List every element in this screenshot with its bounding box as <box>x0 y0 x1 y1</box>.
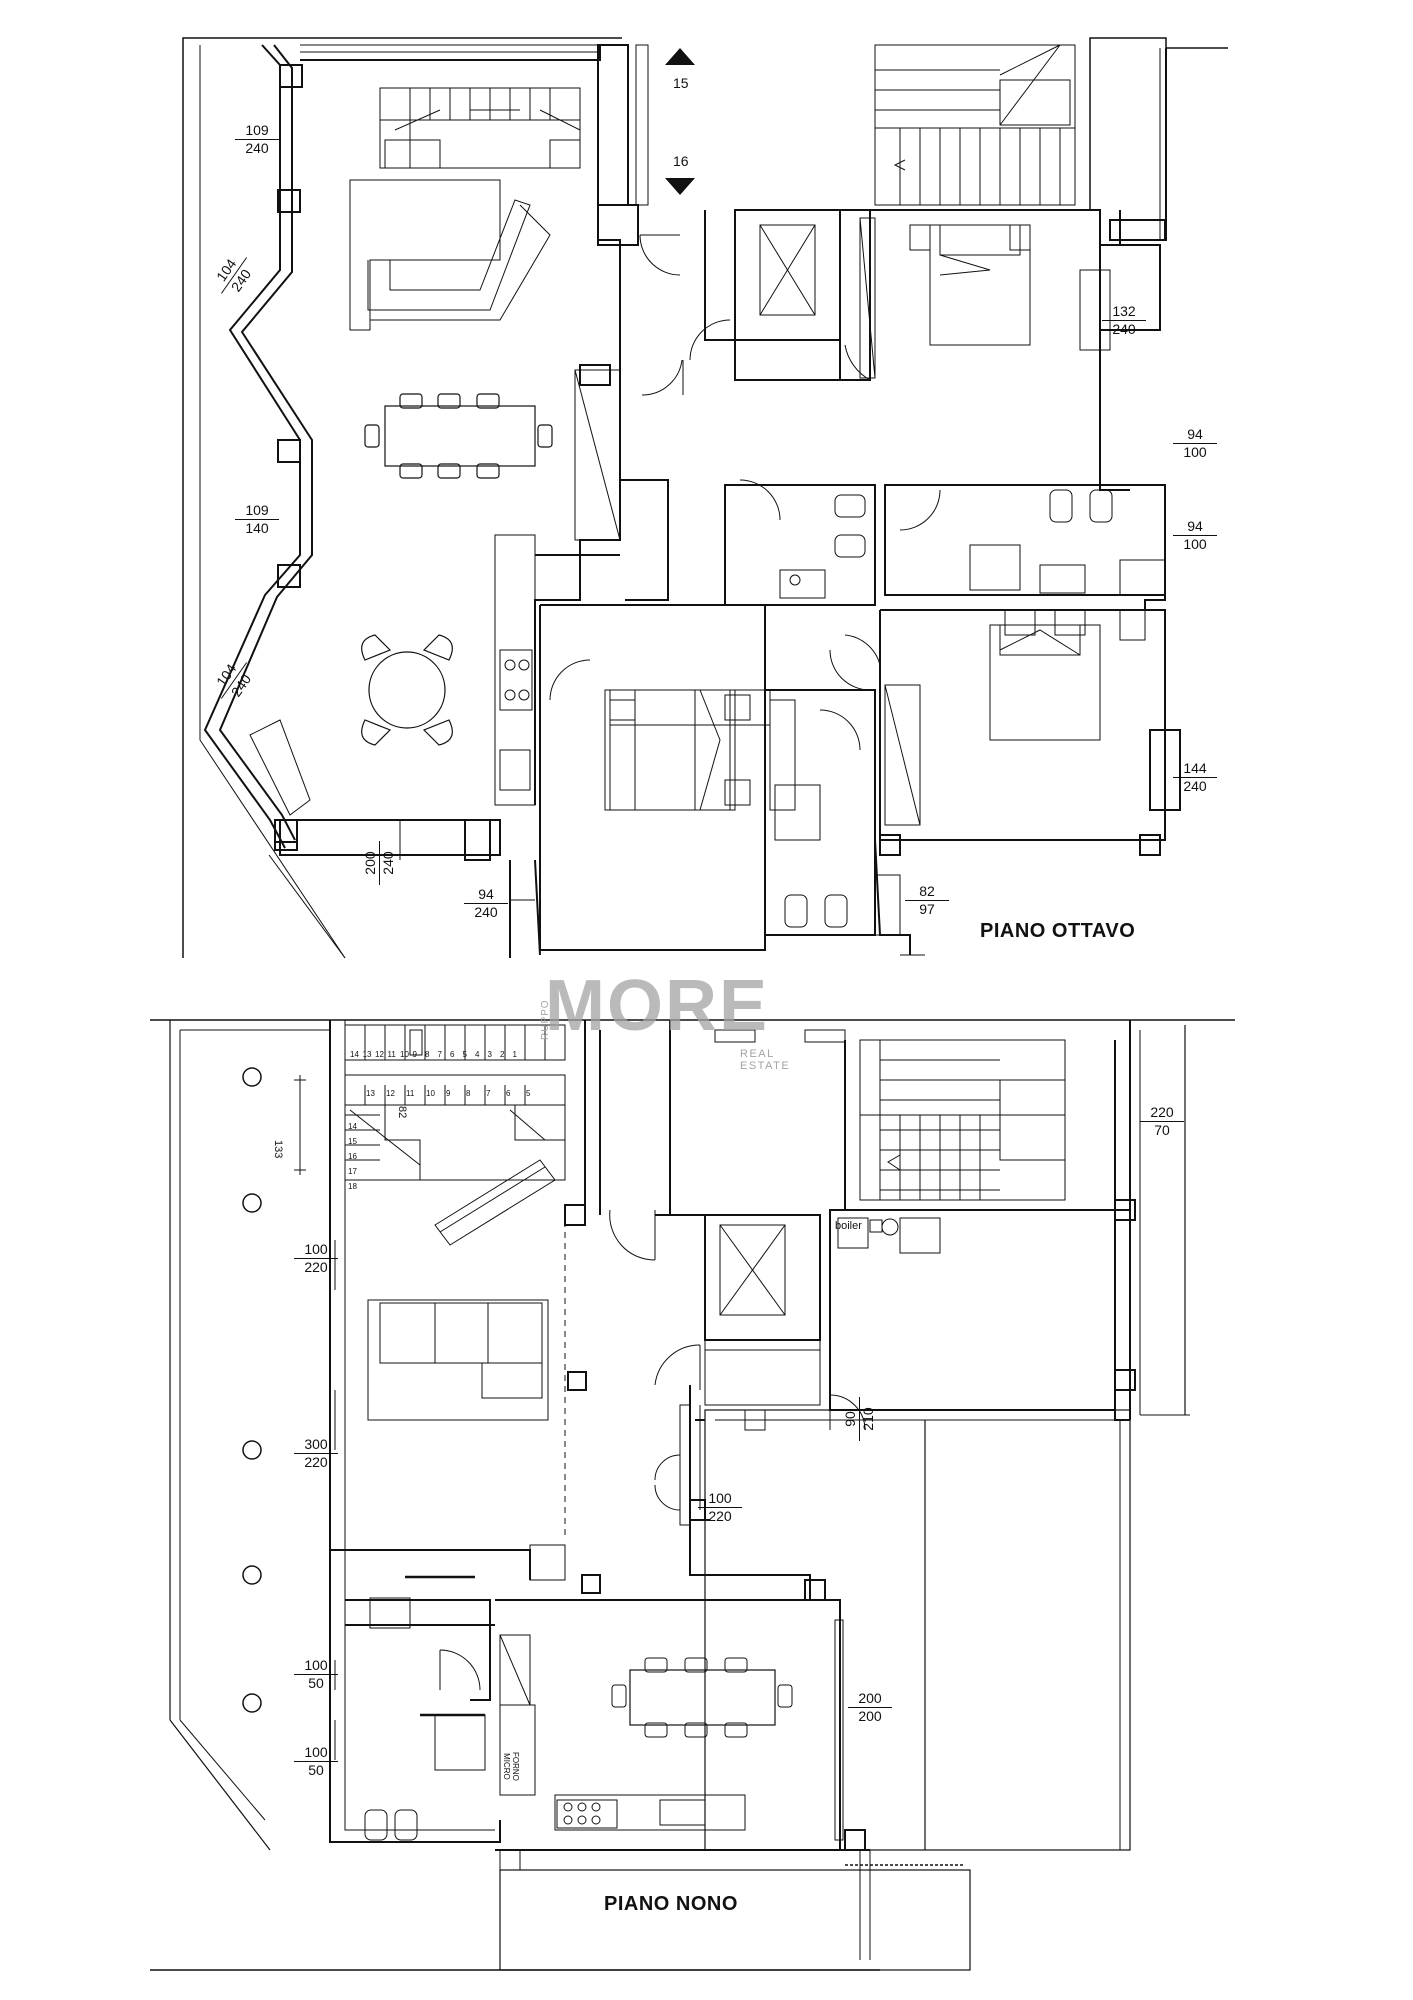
watermark-logo: MORE REAL ESTATE <box>545 966 789 1072</box>
upper-bedroom-2 <box>829 609 1181 856</box>
lower-terrace-columns <box>242 1067 262 1713</box>
stair-step-side-3: 17 <box>348 1167 357 1176</box>
lower-internal-stair <box>344 1024 566 1181</box>
lower-bathroom <box>345 1597 495 1841</box>
stair-step-top-1: 13 <box>362 1050 372 1059</box>
upper-living-outer-wall <box>203 44 301 849</box>
stair-up-marker <box>665 48 695 65</box>
stair-step-side-4: 18 <box>348 1182 357 1191</box>
lower-stairwell <box>859 1039 1066 1201</box>
stair-step-top-11: 3 <box>487 1050 492 1059</box>
watermark-subtitle: REAL ESTATE <box>740 1048 791 1072</box>
lower-kitchen-dining <box>495 1520 844 1851</box>
stair-step-inner-2: 11 <box>406 1089 415 1098</box>
stair-step-side-1: 15 <box>348 1137 357 1146</box>
stair-step-top-12: 2 <box>500 1050 505 1059</box>
upper-floor-plan <box>182 37 1228 959</box>
stair-step-top-9: 5 <box>462 1050 467 1059</box>
stair-step-top-8: 6 <box>450 1050 455 1059</box>
stair-step-top-13: 1 <box>512 1050 517 1059</box>
upper-bathroom-3 <box>764 689 876 936</box>
stair-step-inner-4: 9 <box>446 1089 451 1098</box>
stair-step-top-5: 9 <box>412 1050 417 1059</box>
stair-step-top-0: 14 <box>350 1050 359 1059</box>
stair-step-inner-1: 12 <box>386 1089 395 1098</box>
stair-step-top-7: 7 <box>437 1050 442 1059</box>
watermark-vertical-text: RUPPO <box>540 999 551 1040</box>
upper-bedroom-1 <box>840 209 1166 491</box>
upper-round-table <box>361 634 453 746</box>
stair-step-top-10: 4 <box>475 1050 480 1059</box>
stair-step-top-4: 10 <box>400 1050 409 1059</box>
stair-step-inner-6: 7 <box>486 1089 491 1098</box>
stair-step-inner-7: 6 <box>506 1089 511 1098</box>
stair-marker-up-label: 15 <box>673 75 689 91</box>
stair-down-marker <box>665 178 695 195</box>
stair-step-inner-8: 5 <box>526 1089 531 1098</box>
upper-internal-stair <box>379 87 581 169</box>
stair-step-top-2: 12 <box>375 1050 384 1059</box>
lower-sofa <box>367 1299 549 1421</box>
stair-step-inner-0: 13 <box>366 1089 375 1098</box>
stair-step-inner-5: 8 <box>466 1089 471 1098</box>
lower-lounge-chair <box>434 1159 556 1246</box>
boiler-label: boiler <box>835 1220 862 1232</box>
upper-kitchen-counter <box>494 534 536 806</box>
stair-width-label: 82 <box>396 1106 408 1119</box>
watermark-brand: MORE <box>545 966 769 1046</box>
lower-floor-plan <box>150 1019 1235 1971</box>
upper-bathroom-1 <box>724 479 876 606</box>
terrace-width-label: 133 <box>272 1140 284 1159</box>
stair-step-side-0: 14 <box>348 1122 357 1131</box>
stair-step-top-6: 8 <box>425 1050 430 1059</box>
stair-step-side-2: 16 <box>348 1152 357 1161</box>
upper-bedroom-3 <box>539 604 771 951</box>
upper-elevator-shaft <box>704 209 841 381</box>
stair-step-top-3: 11 <box>387 1050 396 1059</box>
stair-marker-down-label: 16 <box>673 153 689 169</box>
lower-plan-title: PIANO NONO <box>604 1893 738 1915</box>
upper-living-inner-wall <box>218 44 313 841</box>
stair-step-inner-3: 10 <box>426 1089 435 1098</box>
upper-plan-title: PIANO OTTAVO <box>980 920 1136 942</box>
upper-bathroom-2 <box>884 484 1166 596</box>
lower-terrace-right <box>704 1409 1131 1851</box>
upper-dining-table <box>364 393 553 479</box>
upper-sofa <box>349 179 551 331</box>
upper-site-outline <box>182 37 622 958</box>
upper-stairwell <box>874 44 1076 206</box>
